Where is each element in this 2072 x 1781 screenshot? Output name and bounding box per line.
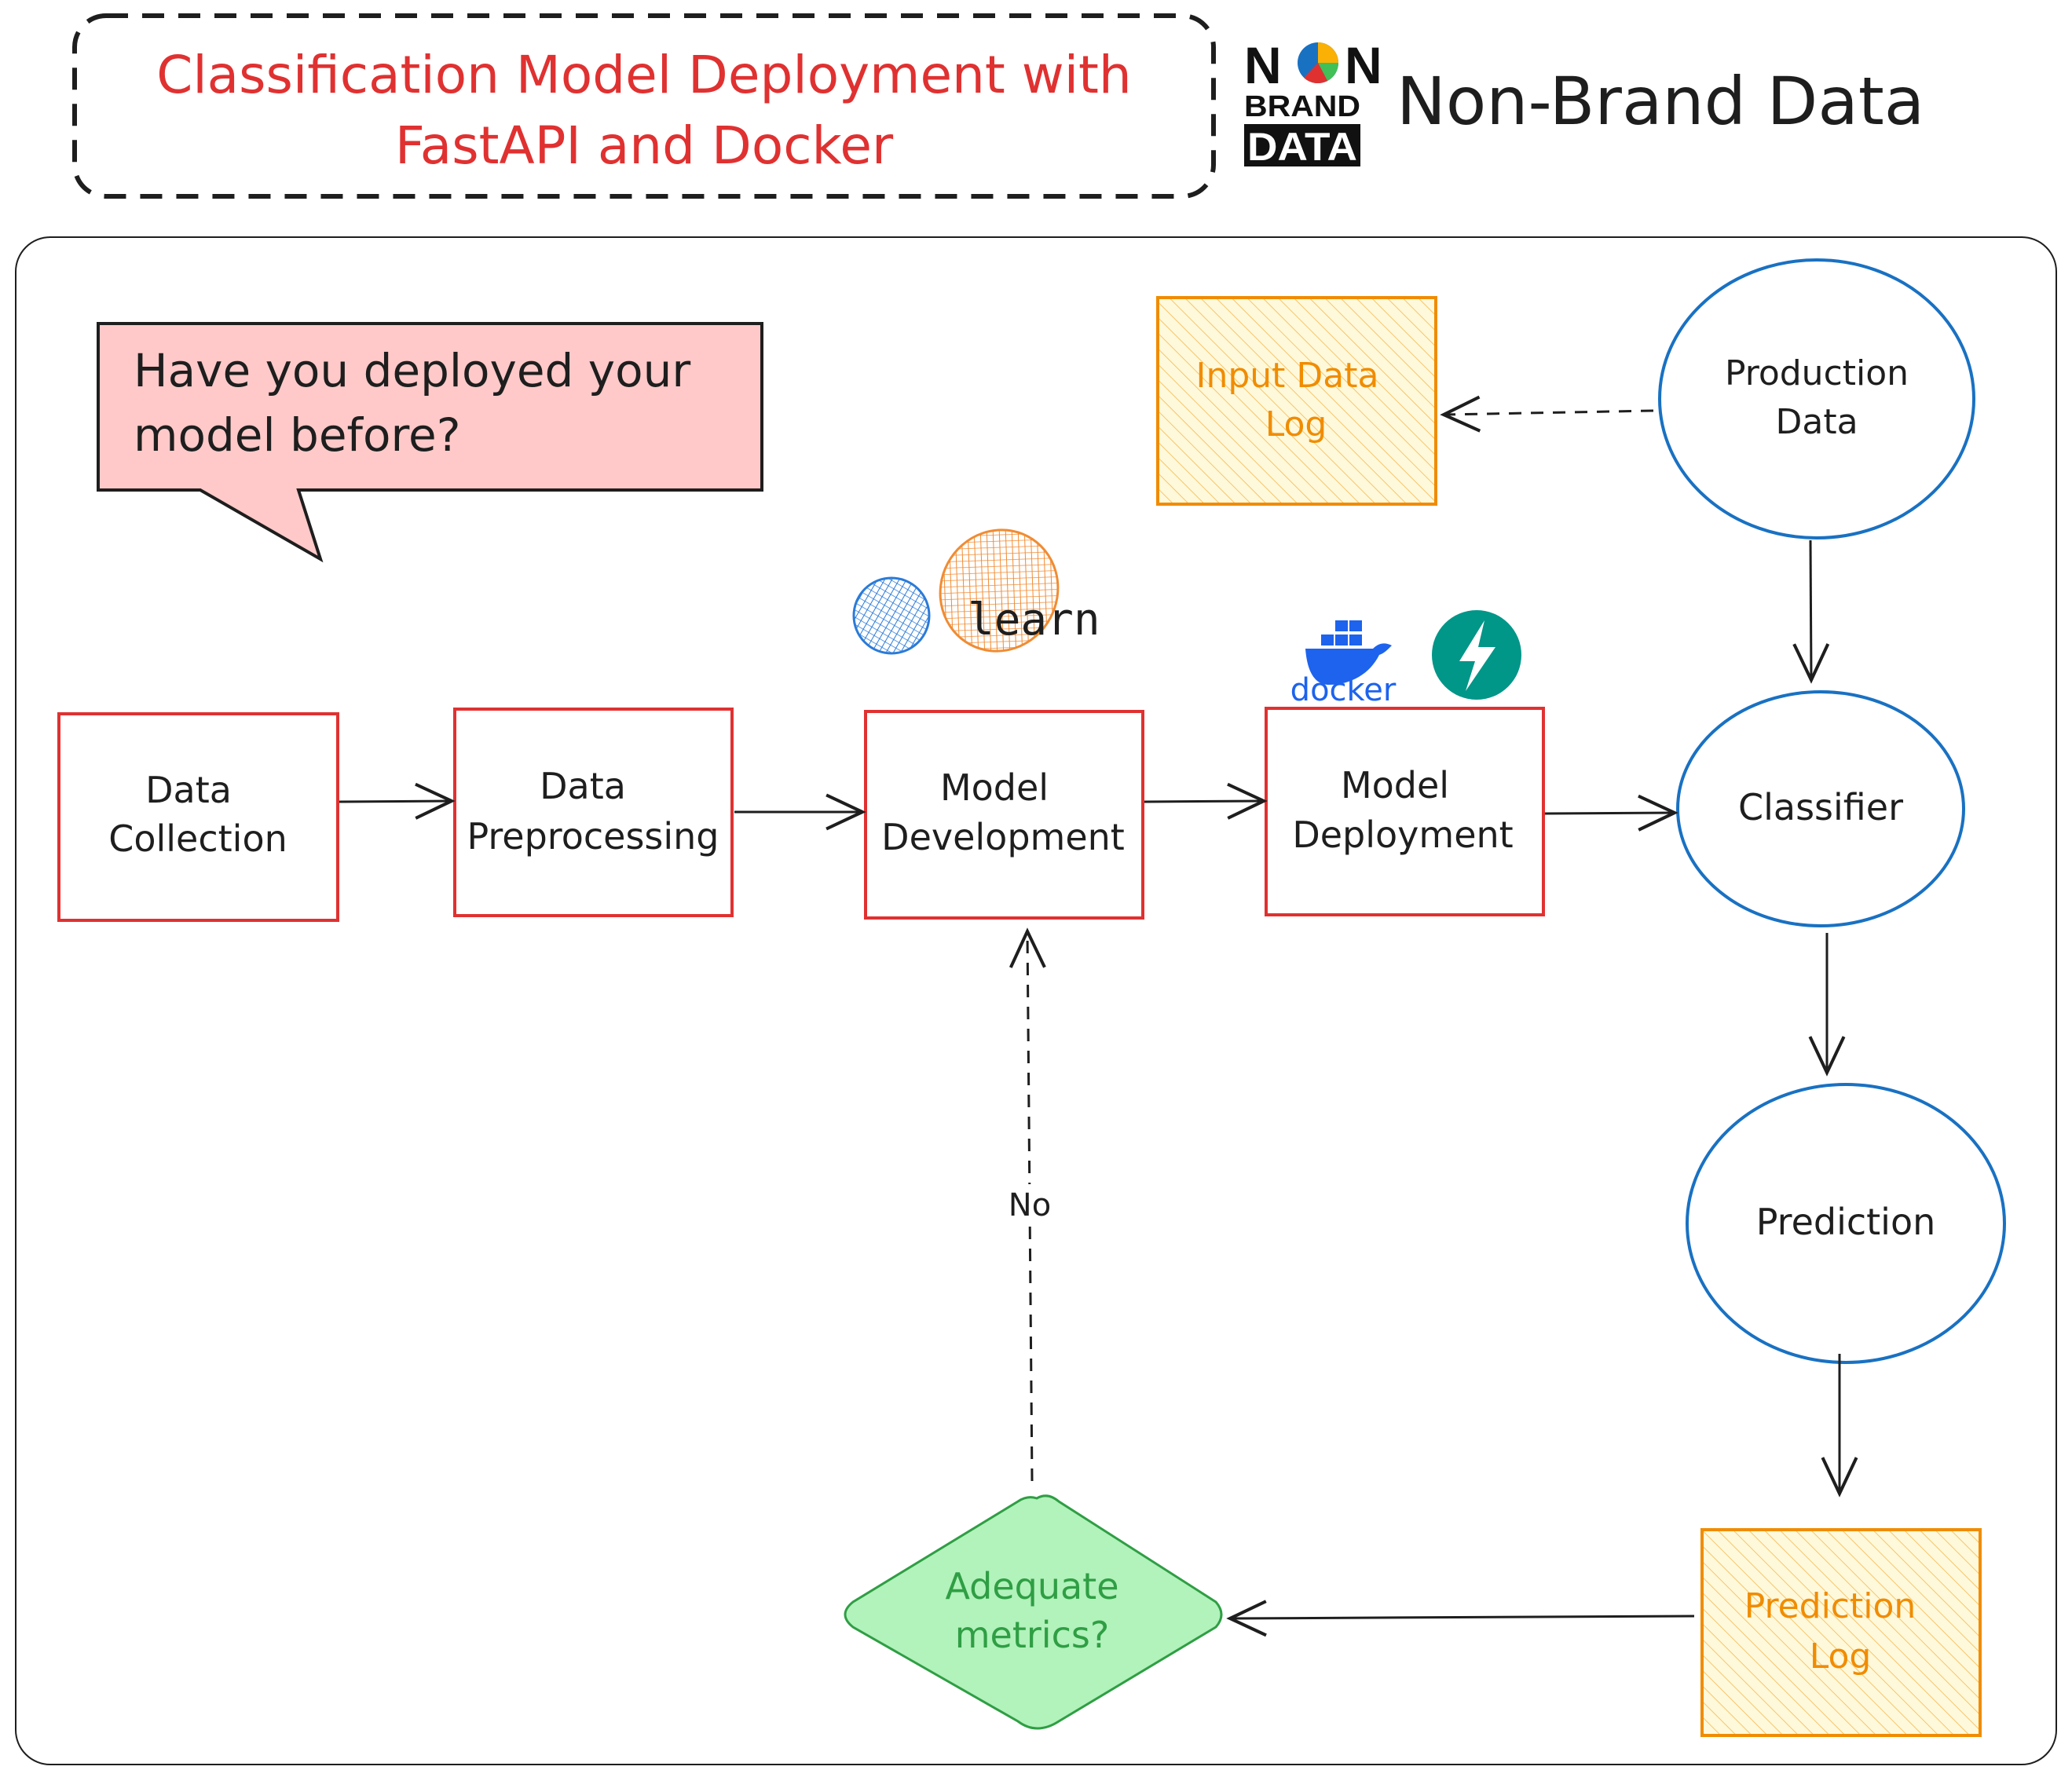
docker-text: docker [1290,672,1397,708]
data-collection-line-2: Collection [108,817,287,860]
prediction-log-line-2: Log [1810,1637,1872,1677]
fastapi-logo [1432,610,1521,700]
docker-whale-icon [1305,620,1392,685]
prediction-label: Prediction [1756,1201,1936,1243]
arrow-collection-to-preprocessing [339,782,456,820]
classifier-label: Classifier [1738,786,1903,828]
arrow-deployment-to-classifier [1544,794,1678,832]
main-frame [15,236,2057,1765]
sklearn-blue-blob-icon [852,576,931,655]
production-data-line-1: Production [1725,353,1909,393]
adequate-metrics-line-1: Adequate [945,1565,1118,1607]
adequate-metrics-decision: Adequate metrics? [844,1494,1223,1730]
logo-letter-n-right: N [1345,36,1382,94]
classifier-node: Classifier [1676,690,1965,927]
arrow-development-to-deployment [1144,782,1268,820]
input-data-log: Input Data Log [1156,296,1437,506]
logo-brand-text: BRAND [1244,90,1360,123]
adequate-metrics-line-2: metrics? [955,1614,1110,1656]
arrow-log-to-decision [1226,1600,1695,1637]
sklearn-orange-blob-icon [939,528,1060,653]
data-collection-box: Data Collection [57,712,339,922]
callout-line-2: model before? [134,408,460,462]
edge-label-no: No [1009,1187,1051,1223]
data-collection-line-1: Data [145,769,232,811]
brand-logo: N N BRAND DATA [1244,36,1382,169]
arrows [339,395,1858,1637]
sklearn-learn-text: learn [968,594,1100,645]
prediction-log: Prediction Log [1700,1528,1982,1737]
title-box: Classification Model Deployment with Fas… [72,13,1216,199]
input-data-log-line-1: Input Data [1196,356,1379,396]
prediction-node: Prediction [1686,1083,2006,1364]
data-preprocessing-line-2: Preprocessing [467,815,719,858]
pie-chart-icon [1298,42,1338,84]
logo-data-background [1244,124,1360,166]
prediction-log-line-1: Prediction [1744,1586,1916,1626]
model-development-box: Model Development [864,710,1144,920]
bolt-icon [1459,620,1495,691]
model-development-line-2: Development [881,816,1125,858]
data-preprocessing-box: Data Preprocessing [453,708,734,917]
logo-letter-n-left: N [1244,36,1282,94]
callout-line-1: Have you deployed your [134,344,690,397]
no-label-background [1007,1184,1052,1225]
scikit-learn-logo: learn [852,528,1100,655]
production-data-line-2: Data [1775,402,1858,442]
arrow-production-to-classifier [1792,539,1830,684]
logo-data-text: DATA [1247,125,1357,169]
production-data-node: Production Data [1658,258,1975,539]
speech-bubble: Have you deployed your model before? [97,322,763,563]
model-deployment-line-2: Deployment [1292,814,1513,856]
model-deployment-box: Model Deployment [1265,707,1545,916]
docker-logo: docker [1290,620,1397,708]
data-preprocessing-line-1: Data [540,765,626,807]
title-line-1: Classification Model Deployment with [156,45,1132,105]
input-data-log-line-2: Log [1265,404,1327,444]
title-line-2: FastAPI and Docker [395,115,894,176]
model-deployment-line-1: Model [1341,764,1449,806]
brand-name: Non-Brand Data [1397,63,1924,140]
arrow-production-to-input-log [1440,395,1654,433]
model-development-line-1: Model [940,766,1049,809]
